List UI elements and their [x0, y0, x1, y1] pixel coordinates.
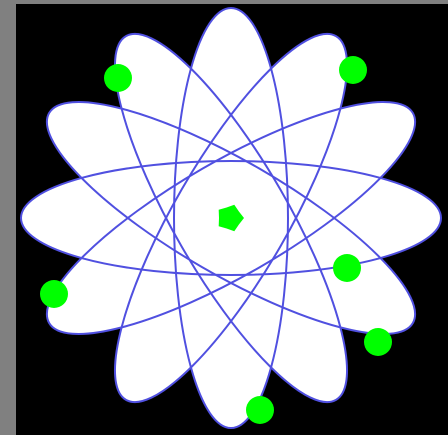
electron-icon[interactable] [104, 64, 132, 92]
left-frame-bar [0, 0, 16, 435]
electron-icon[interactable] [364, 328, 392, 356]
game-canvas[interactable] [16, 4, 448, 435]
electron-icon[interactable] [333, 254, 361, 282]
electron-icon[interactable] [339, 56, 367, 84]
atom-board[interactable] [16, 4, 448, 435]
electron-icon[interactable] [40, 280, 68, 308]
electron-icon[interactable] [246, 396, 274, 424]
